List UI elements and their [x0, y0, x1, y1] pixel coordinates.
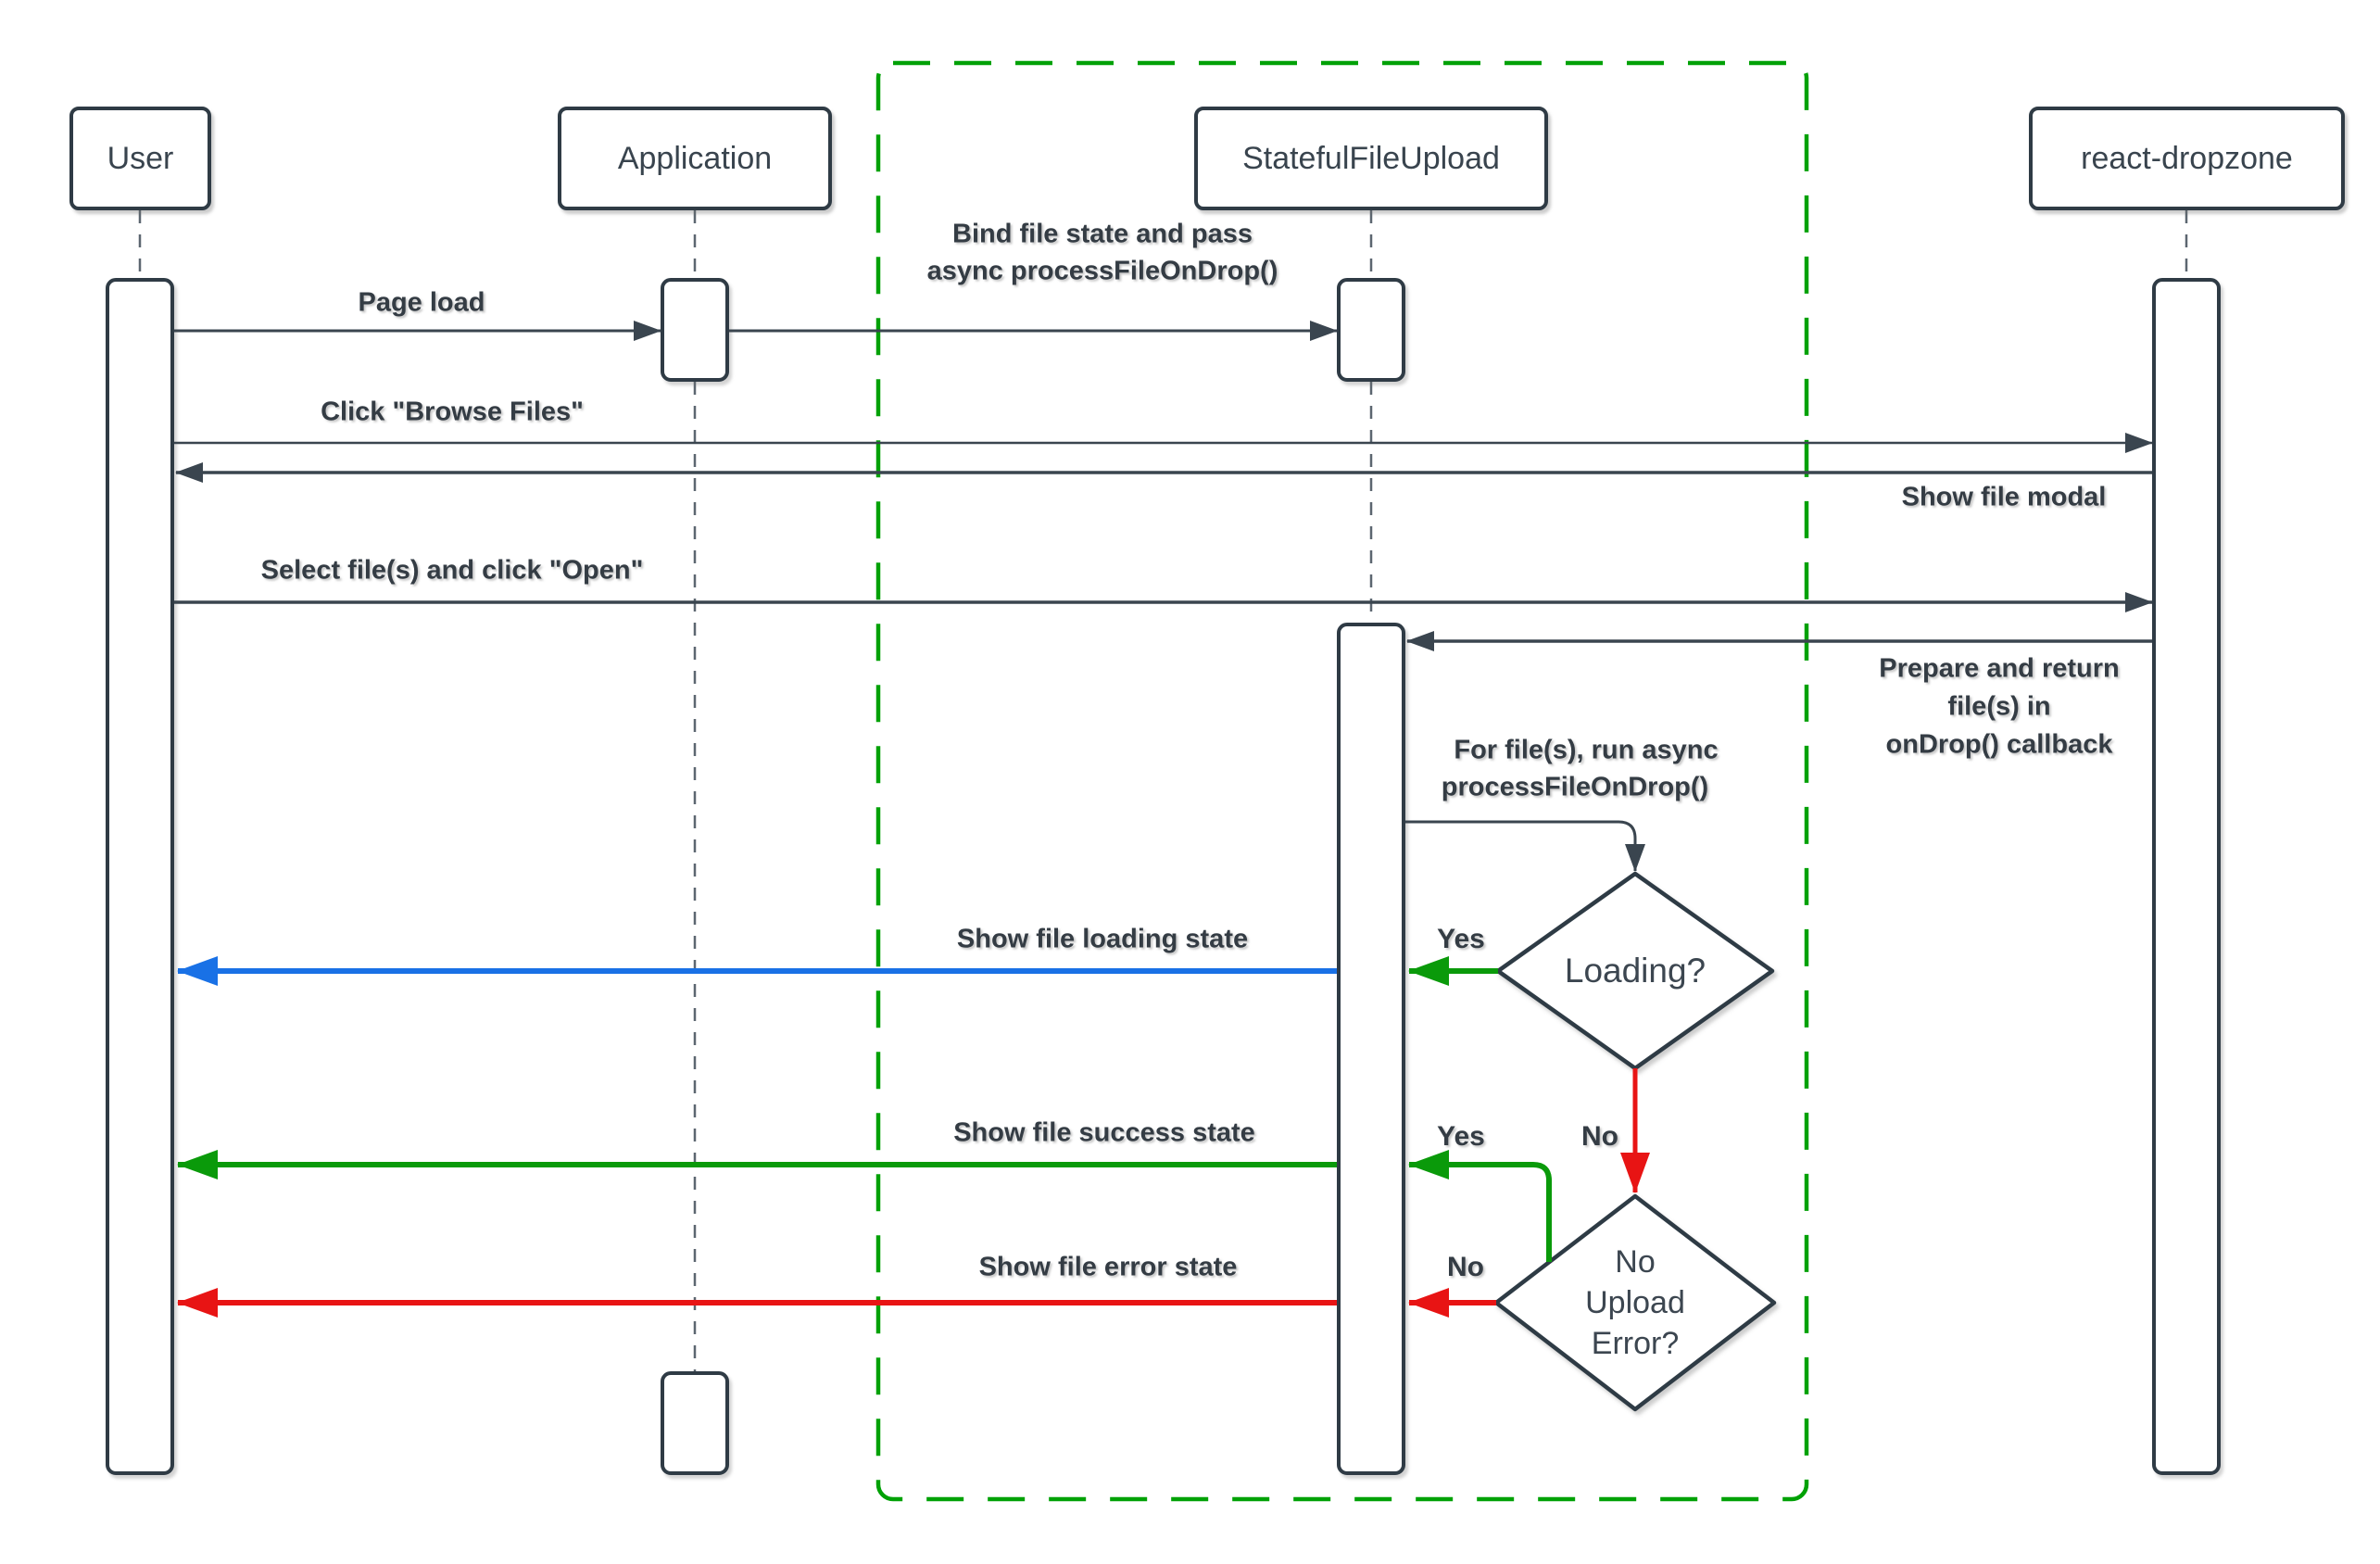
arrow-self-call-process-file [1405, 820, 1645, 872]
actor-box-application: Application [558, 107, 832, 210]
label-select-files-open: Select file(s) and click "Open" [260, 555, 644, 586]
activation-bar-stateful-file-upload-1 [1337, 278, 1405, 382]
label-decision-upload-error-line2: Upload [1585, 1285, 1685, 1320]
label-show-error-state: Show file error state [978, 1252, 1238, 1282]
arrow-upload-error-yes [1408, 1150, 1552, 1262]
actor-box-stateful-file-upload: StatefulFileUpload [1194, 107, 1548, 210]
label-decision-upload-error-line3: Error? [1591, 1326, 1680, 1361]
activation-bar-application-1 [661, 278, 729, 382]
label-prepare-line2: file(s) in [1947, 691, 2051, 722]
activation-bar-user [106, 278, 174, 1475]
actor-label-user: User [107, 140, 174, 176]
actor-label-application: Application [617, 140, 773, 176]
activation-bar-stateful-file-upload-2 [1337, 623, 1405, 1475]
decision-upload-error-diamond [1493, 1193, 1777, 1412]
stateful-file-upload-boundary [875, 60, 1809, 1502]
actor-label-stateful-file-upload: StatefulFileUpload [1242, 140, 1500, 176]
actor-box-user: User [69, 107, 211, 210]
label-no-branch: No [1581, 1121, 1618, 1152]
label-decision-upload-error-line1: No [1615, 1244, 1656, 1280]
label-for-files-line2: processFileOnDrop() [1441, 772, 1709, 802]
label-bind-line2: async processFileOnDrop() [926, 256, 1278, 286]
actor-box-react-dropzone: react-dropzone [2029, 107, 2345, 210]
label-prepare-line1: Prepare and return [1879, 653, 2120, 684]
label-yes-success: Yes [1437, 1121, 1485, 1152]
activation-bar-react-dropzone [2152, 278, 2221, 1475]
label-click-browse-files: Click "Browse Files" [321, 397, 584, 427]
label-no-error: No [1447, 1252, 1484, 1282]
label-show-loading-state: Show file loading state [956, 924, 1249, 954]
label-bind-line1: Bind file state and pass [952, 219, 1253, 249]
label-for-files-line1: For file(s), run async [1454, 735, 1719, 765]
label-decision-loading: Loading? [1564, 952, 1706, 990]
label-page-load: Page load [358, 287, 485, 318]
actor-label-react-dropzone: react-dropzone [2081, 140, 2293, 176]
label-yes-loading: Yes [1437, 924, 1485, 954]
label-prepare-line3: onDrop() callback [1885, 729, 2113, 760]
label-show-success-state: Show file success state [953, 1117, 1255, 1148]
label-show-file-modal: Show file modal [1901, 482, 2107, 512]
activation-bar-application-2 [661, 1371, 729, 1475]
